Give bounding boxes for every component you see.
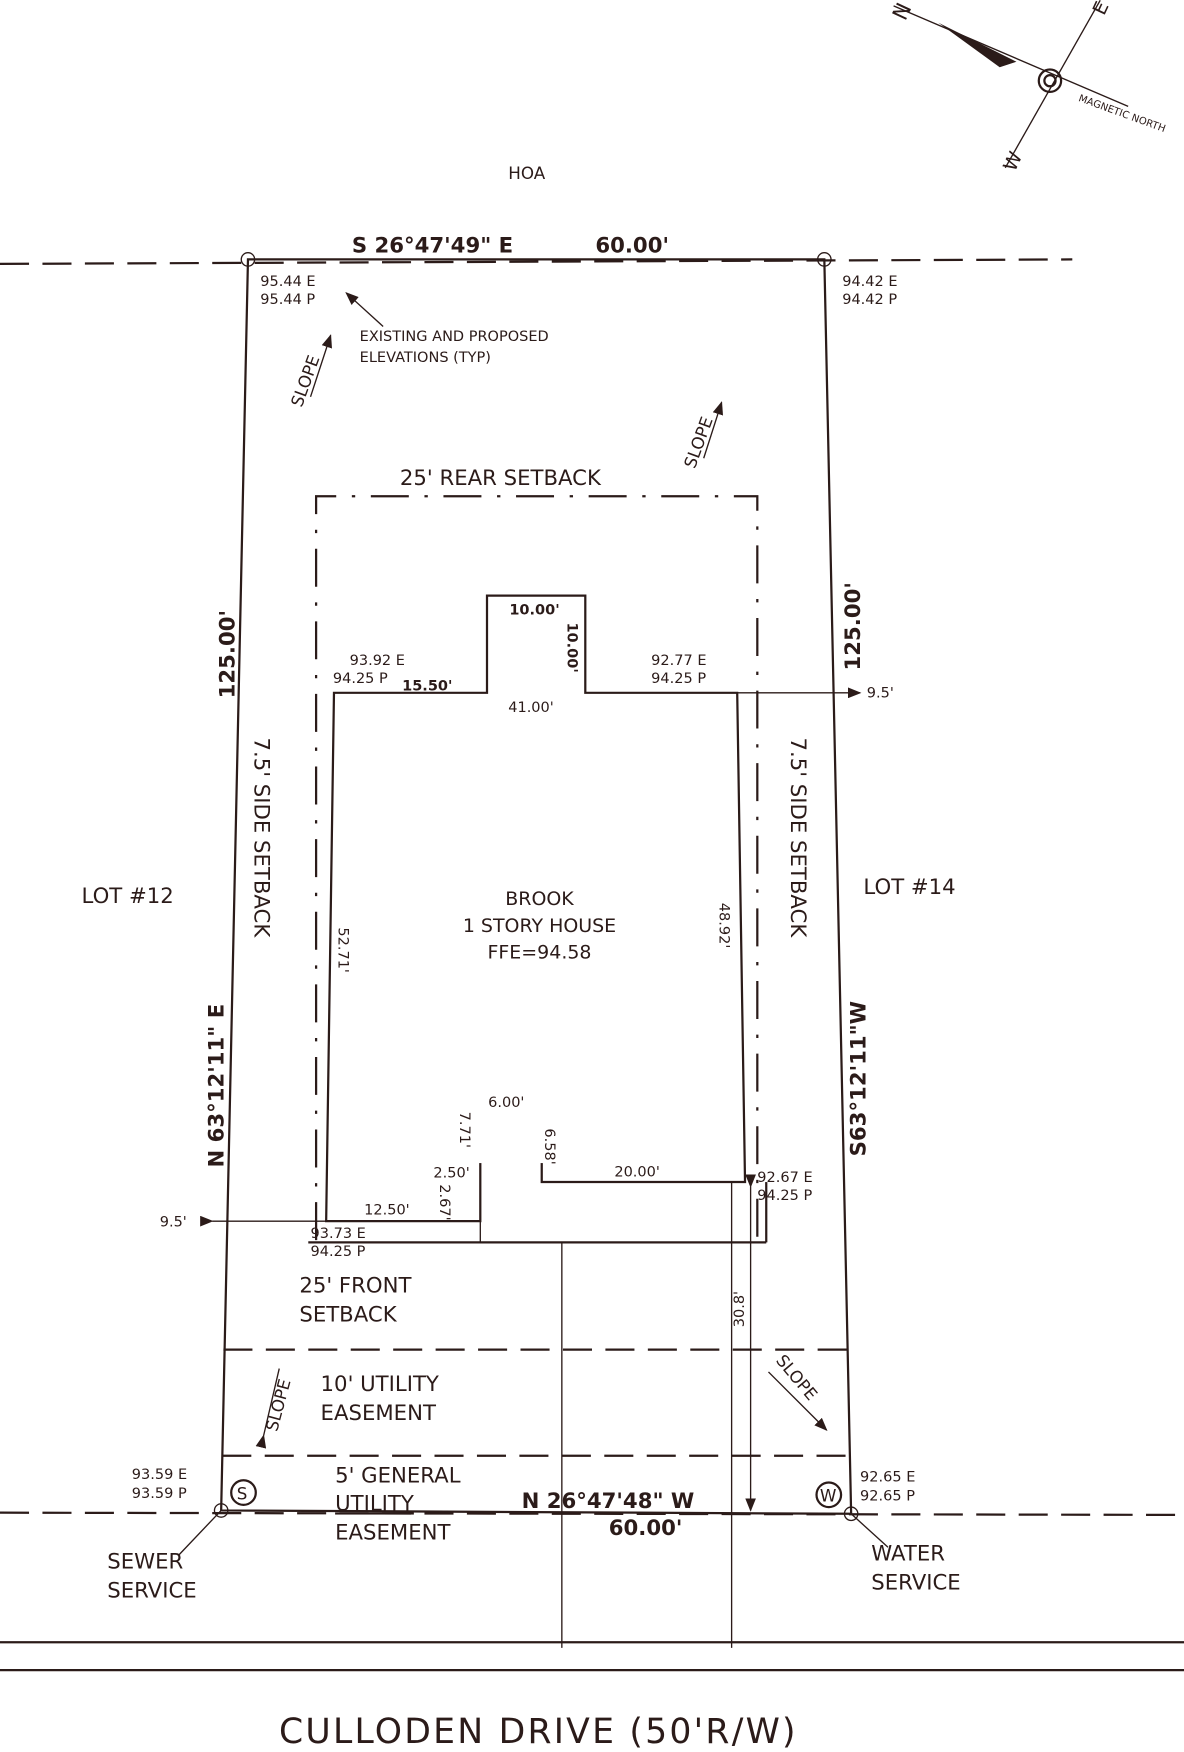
rear-lot-line: [0, 258, 1073, 266]
svg-text:93.59 P: 93.59 P: [132, 1486, 187, 1502]
svg-text:94.25 P: 94.25 P: [757, 1188, 812, 1204]
svg-text:92.77 E: 92.77 E: [651, 653, 706, 669]
general-easement-2: UTILITY: [335, 1491, 414, 1516]
lot-12-label: LOT #12: [82, 884, 174, 909]
svg-text:48.92': 48.92': [715, 903, 731, 949]
svg-text:12.50': 12.50': [364, 1202, 410, 1218]
svg-text:7.71': 7.71': [456, 1112, 472, 1148]
setback-line: [314, 495, 759, 1241]
front-setback-1: 25' FRONT: [299, 1274, 412, 1299]
svg-text:10.00': 10.00': [563, 622, 579, 672]
left-bearing: N 63°12'11" E: [204, 1004, 229, 1168]
water-label-2: SERVICE: [871, 1571, 960, 1596]
svg-text:20.00': 20.00': [614, 1164, 660, 1180]
right-bearing: S63°12'11"W: [847, 1001, 872, 1156]
svg-text:52.71': 52.71': [334, 927, 350, 973]
compass-n: N: [886, 0, 915, 23]
svg-text:10.00': 10.00': [509, 603, 559, 619]
rear-length: 60.00': [595, 234, 669, 259]
compass-e: E: [1089, 0, 1114, 18]
elev-note-1: EXISTING AND PROPOSED: [360, 329, 549, 345]
svg-text:93.73 E: 93.73 E: [311, 1226, 366, 1242]
svg-text:92.65 P: 92.65 P: [860, 1488, 915, 1504]
sewer-label-1: SEWER: [107, 1550, 183, 1575]
elevations: 95.44 E 95.44 P 94.42 E 94.42 P 93.59 E 93.…: [132, 274, 916, 1504]
general-easement-1: 5' GENERAL: [335, 1464, 461, 1489]
svg-text:30.8': 30.8': [732, 1291, 748, 1327]
front-setback-2: SETBACK: [299, 1303, 397, 1328]
elev-note-2: ELEVATIONS (TYP): [360, 350, 491, 366]
utility-easement-2: EASEMENT: [321, 1401, 437, 1426]
svg-text:2.67': 2.67': [436, 1184, 452, 1220]
rear-bearing: S 26°47'49" E: [352, 234, 513, 259]
svg-text:SLOPE: SLOPE: [680, 414, 717, 471]
hoa-label: HOA: [508, 163, 545, 183]
front-lot-line: [0, 1511, 1184, 1517]
street-name: CULLODEN DRIVE (50'R/W): [279, 1712, 798, 1752]
lot-14-label: LOT #14: [863, 875, 955, 900]
right-length: 125.00': [841, 582, 866, 670]
svg-text:94.25 P: 94.25 P: [311, 1244, 366, 1260]
svg-text:SLOPE: SLOPE: [287, 352, 324, 409]
svg-text:W: W: [820, 1486, 837, 1506]
right-side-setback: 7.5' SIDE SETBACK: [785, 737, 810, 938]
svg-text:95.44 P: 95.44 P: [260, 292, 315, 308]
svg-text:94.25 P: 94.25 P: [651, 671, 706, 687]
svg-text:93.92 E: 93.92 E: [350, 653, 405, 669]
svg-text:93.59 E: 93.59 E: [132, 1467, 187, 1483]
svg-text:95.44 E: 95.44 E: [260, 274, 315, 290]
svg-text:1 STORY HOUSE: 1 STORY HOUSE: [463, 915, 616, 937]
svg-text:15.50': 15.50': [402, 679, 452, 695]
svg-text:92.65 E: 92.65 E: [860, 1469, 915, 1485]
north-arrow-compass: N E W MAGNETIC NORTH: [886, 0, 1167, 175]
front-length: 60.00': [609, 1516, 683, 1541]
svg-text:SLOPE: SLOPE: [772, 1350, 822, 1404]
svg-text:41.00': 41.00': [508, 700, 554, 716]
svg-text:9.5': 9.5': [160, 1215, 187, 1231]
water-service-icon: [815, 1481, 843, 1509]
left-side-setback: 7.5' SIDE SETBACK: [249, 737, 274, 938]
svg-text:6.58': 6.58': [541, 1128, 557, 1164]
front-bearing: N 26°47'48" W: [522, 1489, 695, 1514]
house-dimensions: 10.00' 10.00' 15.50' 41.00' 52.71' 48.92…: [160, 603, 894, 1328]
water-label-1: WATER: [871, 1542, 945, 1567]
general-easement-3: EASEMENT: [335, 1520, 451, 1545]
svg-text:9.5': 9.5': [867, 685, 894, 701]
svg-text:94.42 P: 94.42 P: [842, 292, 897, 308]
svg-text:92.67 E: 92.67 E: [757, 1170, 812, 1186]
house-label: BROOK 1 STORY HOUSE FFE=94.58: [463, 888, 616, 964]
svg-text:BROOK: BROOK: [505, 888, 574, 910]
rear-setback-label: 25' REAR SETBACK: [400, 466, 602, 491]
left-length: 125.00': [216, 610, 241, 698]
compass-w: W: [999, 148, 1027, 175]
svg-text:94.42 E: 94.42 E: [842, 274, 897, 290]
svg-text:FFE=94.58: FFE=94.58: [487, 942, 591, 964]
svg-text:6.00': 6.00': [488, 1095, 524, 1111]
compass-label: MAGNETIC NORTH: [1077, 93, 1167, 135]
sewer-service-icon: [230, 1479, 257, 1506]
svg-text:2.50': 2.50': [433, 1166, 469, 1182]
svg-text:94.25 P: 94.25 P: [333, 671, 388, 687]
utility-easement-1: 10' UTILITY: [321, 1372, 439, 1397]
svg-text:S: S: [237, 1483, 248, 1503]
sewer-label-2: SERVICE: [107, 1579, 196, 1604]
